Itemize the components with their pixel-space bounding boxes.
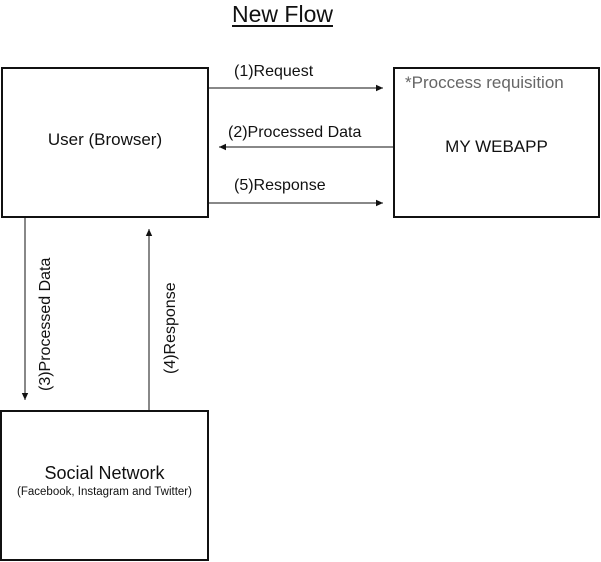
edge-label-response-to-webapp: (5)Response (234, 177, 326, 194)
user-browser-node: User (Browser) (1, 67, 209, 218)
diagram-title: New Flow (232, 1, 333, 27)
webapp-note: *Proccess requisition (405, 73, 564, 92)
edge-label-processed-data-down: (3)Processed Data (37, 257, 54, 391)
edge-label-processed-data-back: (2)Processed Data (228, 124, 362, 141)
edge-label-response-up: (4)Response (162, 282, 179, 374)
social-network-label: Social Network (44, 463, 165, 483)
social-network-sublabel: (Facebook, Instagram and Twitter) (17, 486, 192, 498)
social-network-node: Social Network (Facebook, Instagram and … (0, 410, 209, 561)
edge-label-request: (1)Request (234, 63, 314, 80)
webapp-label: MY WEBAPP (445, 137, 548, 156)
webapp-node: *Proccess requisition MY WEBAPP (393, 67, 600, 218)
user-browser-label: User (Browser) (47, 130, 163, 149)
